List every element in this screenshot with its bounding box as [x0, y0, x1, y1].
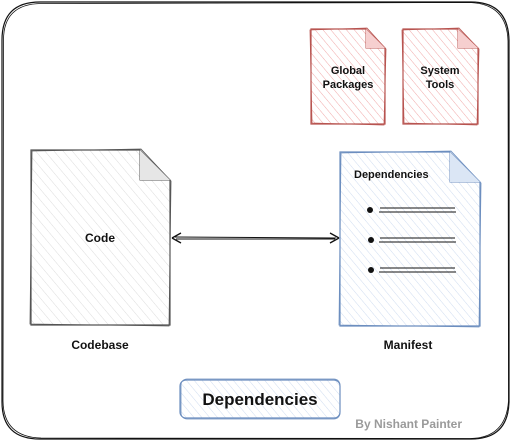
codebase-label: Codebase — [71, 338, 129, 352]
dependencies-title: Dependencies — [202, 390, 317, 409]
global-packages-line1: Global — [331, 65, 365, 77]
manifest-label: Manifest — [384, 338, 433, 352]
system-tools-line1: System — [420, 65, 459, 77]
system-tools-line2: Tools — [426, 79, 455, 91]
manifest-bullet-list — [367, 207, 456, 273]
system-tools-document: System Tools — [401, 27, 480, 126]
global-packages-line2: Packages — [323, 79, 374, 91]
code-document: Code — [29, 148, 172, 327]
manifest-title: Dependencies — [354, 169, 429, 181]
global-packages-document: Global Packages — [309, 27, 387, 126]
dependencies-title-box: Dependencies — [179, 378, 341, 420]
bidirectional-arrow — [171, 232, 340, 244]
code-label: Code — [85, 231, 115, 245]
manifest-document: Dependencies — [338, 150, 482, 328]
author-credit: By Nishant Painter — [355, 417, 462, 431]
